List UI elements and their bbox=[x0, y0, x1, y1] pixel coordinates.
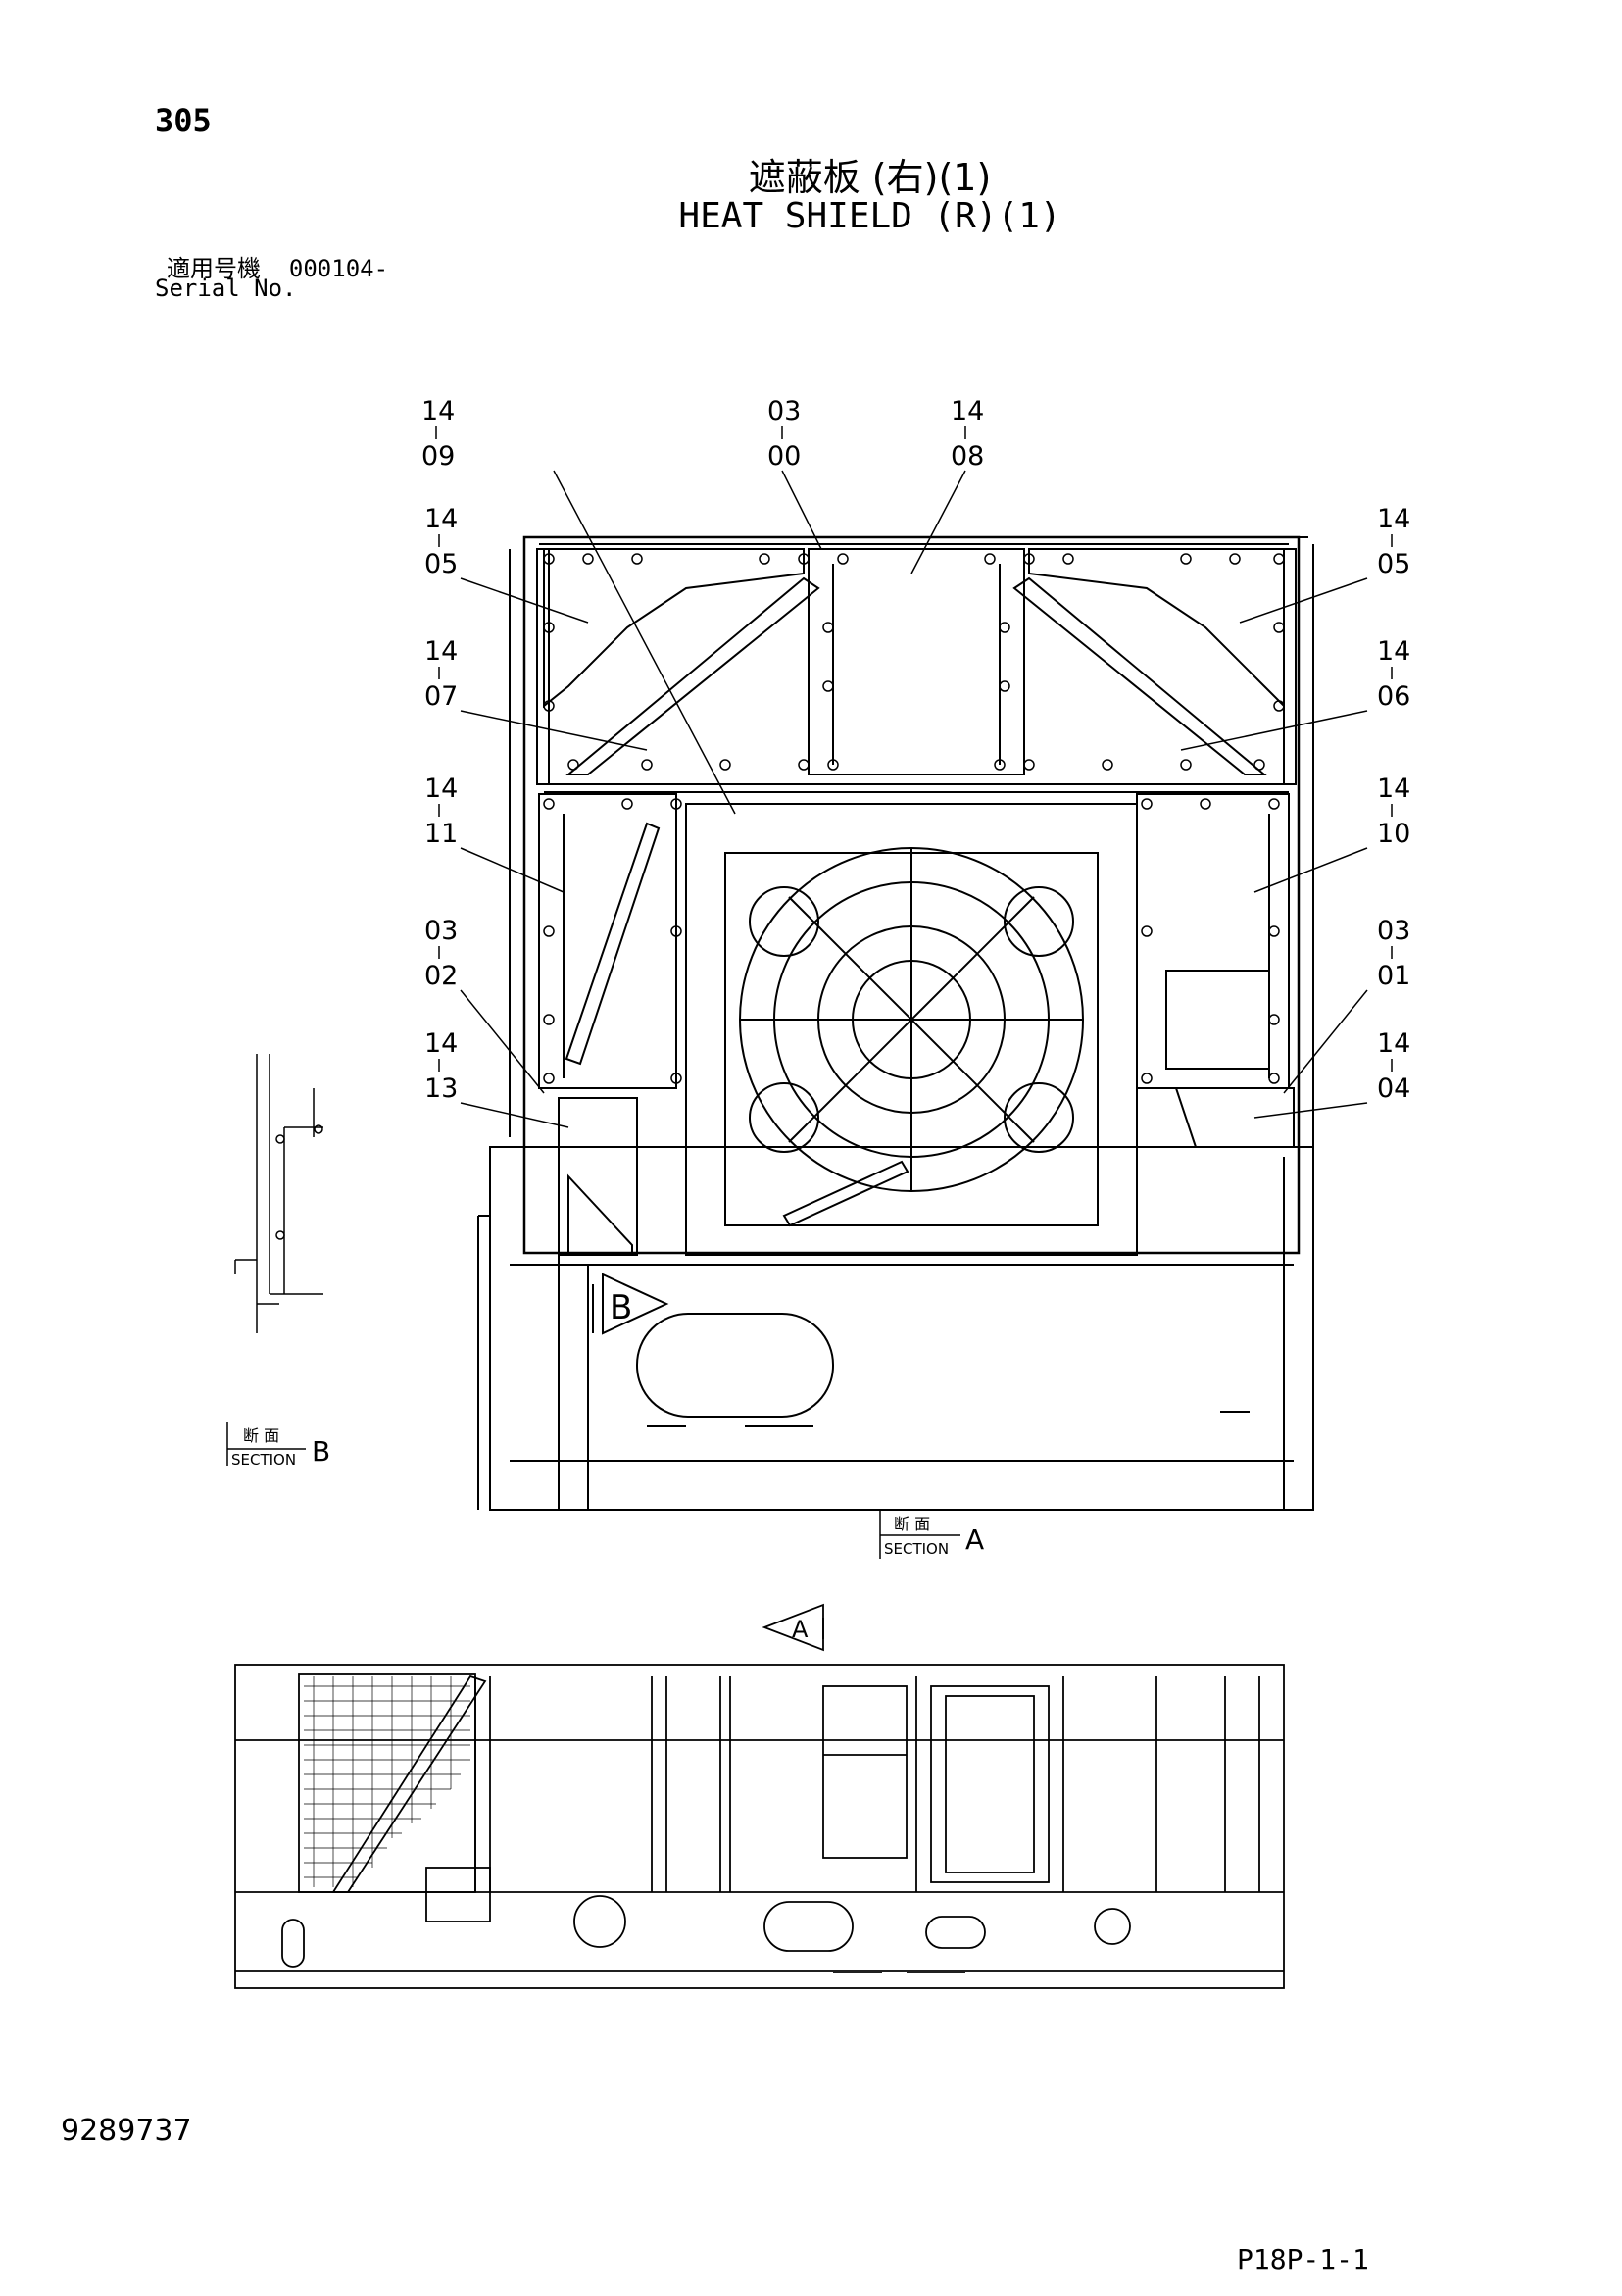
bolt-markers bbox=[543, 553, 1285, 1084]
page-title-en: HEAT SHIELD (R)(1) bbox=[678, 196, 1061, 236]
section-a-label-box bbox=[879, 1510, 960, 1559]
callout-1406-top: 14 bbox=[1377, 636, 1410, 667]
callout-0301-top: 03 bbox=[1377, 916, 1410, 946]
callout-1409-bottom: 09 bbox=[421, 441, 455, 472]
section-a-letter: A bbox=[965, 1523, 984, 1556]
callout-labels: 14 09 03 00 14 08 14 05 14 05 14 07 14 0… bbox=[421, 396, 1410, 1327]
callout-1411-bottom: 11 bbox=[424, 819, 458, 849]
serial-line: 適用号機 000104- bbox=[167, 249, 388, 283]
callout-1411-top: 14 bbox=[424, 774, 458, 804]
serial-value: 000104- bbox=[288, 255, 389, 282]
view-a-arrow bbox=[762, 1603, 824, 1652]
section-b-en: SECTION bbox=[231, 1451, 296, 1469]
callout-1408-top: 14 bbox=[951, 396, 984, 426]
callout-1409-top: 14 bbox=[421, 396, 455, 426]
section-b-jp: 断 面 bbox=[243, 1426, 279, 1445]
callout-1404-bottom: 04 bbox=[1377, 1073, 1410, 1104]
callout-0300-bottom: 00 bbox=[767, 441, 801, 472]
callout-1405r-bottom: 05 bbox=[1377, 549, 1410, 579]
callout-1413-top: 14 bbox=[424, 1028, 458, 1059]
section-b-label: 断 面 SECTION B bbox=[231, 1426, 330, 1469]
leader-lines bbox=[435, 426, 1393, 1128]
callout-1410-bottom: 10 bbox=[1377, 819, 1410, 849]
section-a-elevation bbox=[234, 1664, 1285, 1989]
page-title-jp: 遮蔽板 (右)(1) bbox=[748, 156, 992, 199]
section-b-detail bbox=[226, 1054, 323, 1466]
callout-0302-top: 03 bbox=[424, 916, 458, 946]
callout-1407-top: 14 bbox=[424, 636, 458, 667]
serial-label-en: Serial No. bbox=[155, 275, 297, 302]
callout-1405l-top: 14 bbox=[424, 504, 458, 534]
page-code: P18P-1-1 bbox=[1237, 2243, 1369, 2275]
callout-0300-top: 03 bbox=[767, 396, 801, 426]
callout-1405r-top: 14 bbox=[1377, 504, 1410, 534]
main-assembly-view bbox=[477, 535, 1314, 1511]
page-number: 305 bbox=[155, 102, 212, 139]
callout-1406-bottom: 06 bbox=[1377, 681, 1410, 712]
section-a-jp: 断 面 bbox=[894, 1515, 930, 1533]
section-a-en: SECTION bbox=[884, 1540, 949, 1558]
callout-1407-bottom: 07 bbox=[424, 681, 458, 712]
callout-1410-top: 14 bbox=[1377, 774, 1410, 804]
document-number: 9289737 bbox=[61, 2114, 192, 2148]
callout-1405l-bottom: 05 bbox=[424, 549, 458, 579]
callout-0301-bottom: 01 bbox=[1377, 961, 1410, 991]
serial-label-jp: 適用号機 bbox=[167, 255, 261, 282]
callout-0302-bottom: 02 bbox=[424, 961, 458, 991]
section-a-label: 断 面 SECTION A bbox=[884, 1515, 984, 1558]
callout-1408-bottom: 08 bbox=[951, 441, 984, 472]
callout-1413-bottom: 13 bbox=[424, 1073, 458, 1104]
view-a-letter: A bbox=[792, 1616, 809, 1643]
view-b-letter: B bbox=[610, 1288, 632, 1327]
callout-1404-top: 14 bbox=[1377, 1028, 1410, 1059]
section-b-letter: B bbox=[312, 1435, 330, 1468]
